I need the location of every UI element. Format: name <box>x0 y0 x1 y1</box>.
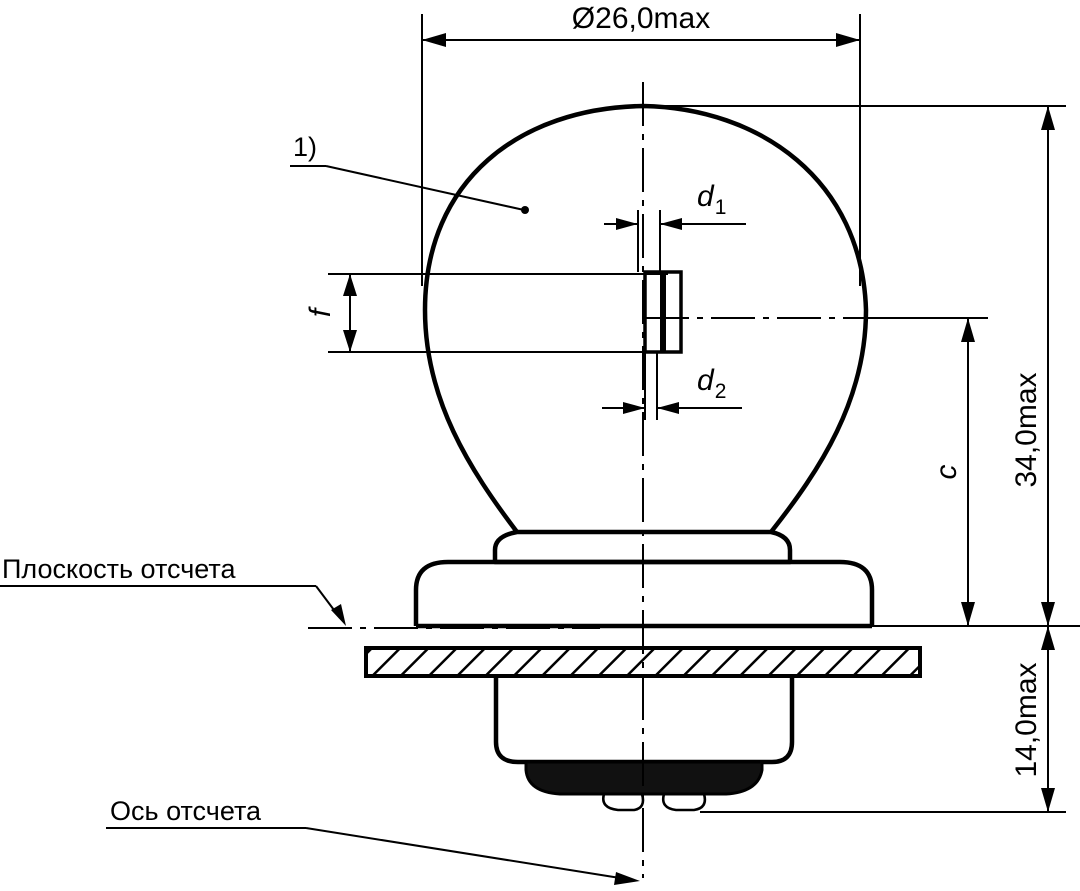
reference-axis-label: Ось отсчета <box>110 796 262 826</box>
height-base-label: 14,0max <box>1010 662 1043 777</box>
c-arrow-bottom <box>961 602 975 626</box>
d2-arrow-left <box>623 402 645 414</box>
reference-plane-label: Плоскость отсчета <box>2 554 236 584</box>
note-leader <box>325 165 525 211</box>
reference-plane-arrow <box>331 604 346 626</box>
diameter-label: Ø26,0max <box>572 2 710 35</box>
d2-label: d2 <box>697 364 726 403</box>
reference-axis-arrow <box>614 872 640 885</box>
contact-tips <box>602 793 707 812</box>
c-label: c <box>930 465 963 480</box>
note-leader-dot <box>521 206 529 214</box>
c-arrow-top <box>961 318 975 342</box>
diameter-arrow-right <box>836 33 860 47</box>
f-arrow-bottom <box>343 330 357 352</box>
height-total-arrow-top <box>1041 106 1055 130</box>
note-label: 1) <box>293 132 317 162</box>
filament-core <box>660 272 666 352</box>
height-base-arrow-bottom <box>1041 788 1055 812</box>
diameter-arrow-left <box>422 33 446 47</box>
height-total-label: 34,0max <box>1010 372 1043 487</box>
d2-arrow-right <box>657 402 679 414</box>
f-arrow-top <box>343 274 357 296</box>
reference-axis-leader <box>305 827 621 879</box>
d1-arrow-right <box>660 218 682 230</box>
height-total-arrow-bottom <box>1041 602 1055 626</box>
height-base-arrow-top <box>1041 626 1055 650</box>
d1-arrow-left <box>616 218 638 230</box>
f-label: f <box>304 306 337 317</box>
d1-label: d1 <box>697 180 726 219</box>
